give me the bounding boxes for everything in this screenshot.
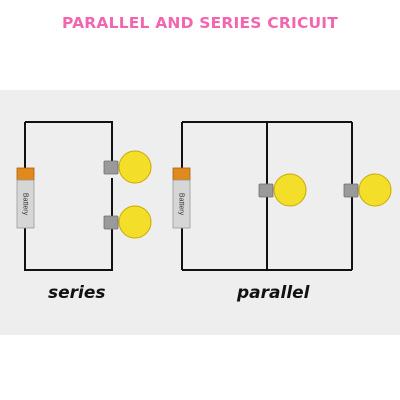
- bulb-base: [258, 183, 274, 198]
- battery-label: Battery: [22, 193, 29, 216]
- parallel-battery: Battery: [172, 167, 191, 229]
- page-title: PARALLEL AND SERIES CRICUIT: [61, 14, 339, 32]
- parallel-bulb-1: [258, 173, 307, 207]
- series-circuit: Battery: [16, 121, 152, 271]
- panel-background: [0, 90, 400, 335]
- series-wire-bottom: [24, 228, 113, 271]
- bulb-base: [103, 160, 119, 175]
- battery-body: [16, 179, 35, 229]
- parallel-caption: parallel: [237, 283, 310, 303]
- lightbulb-icon: [273, 173, 307, 207]
- series-bulb-bottom: [103, 205, 152, 239]
- parallel-circuit: Battery: [172, 121, 392, 271]
- series-bulb-top: [103, 150, 152, 184]
- bulb-base: [343, 183, 359, 198]
- lightbulb-icon: [118, 150, 152, 184]
- battery-positive-cap: [16, 167, 35, 181]
- series-battery: Battery: [16, 167, 35, 229]
- battery-positive-cap: [172, 167, 191, 181]
- series-caption: series: [48, 283, 106, 303]
- battery-body: [172, 179, 191, 229]
- lightbulb-icon: [358, 173, 392, 207]
- lightbulb-icon: [118, 205, 152, 239]
- bulb-base: [103, 215, 119, 230]
- series-wire-top: [25, 121, 113, 166]
- circuit-panel: Battery: [0, 90, 400, 335]
- battery-label: Battery: [178, 193, 185, 216]
- parallel-bulb-2: [343, 173, 392, 207]
- circuit-diagram: Battery: [0, 90, 400, 335]
